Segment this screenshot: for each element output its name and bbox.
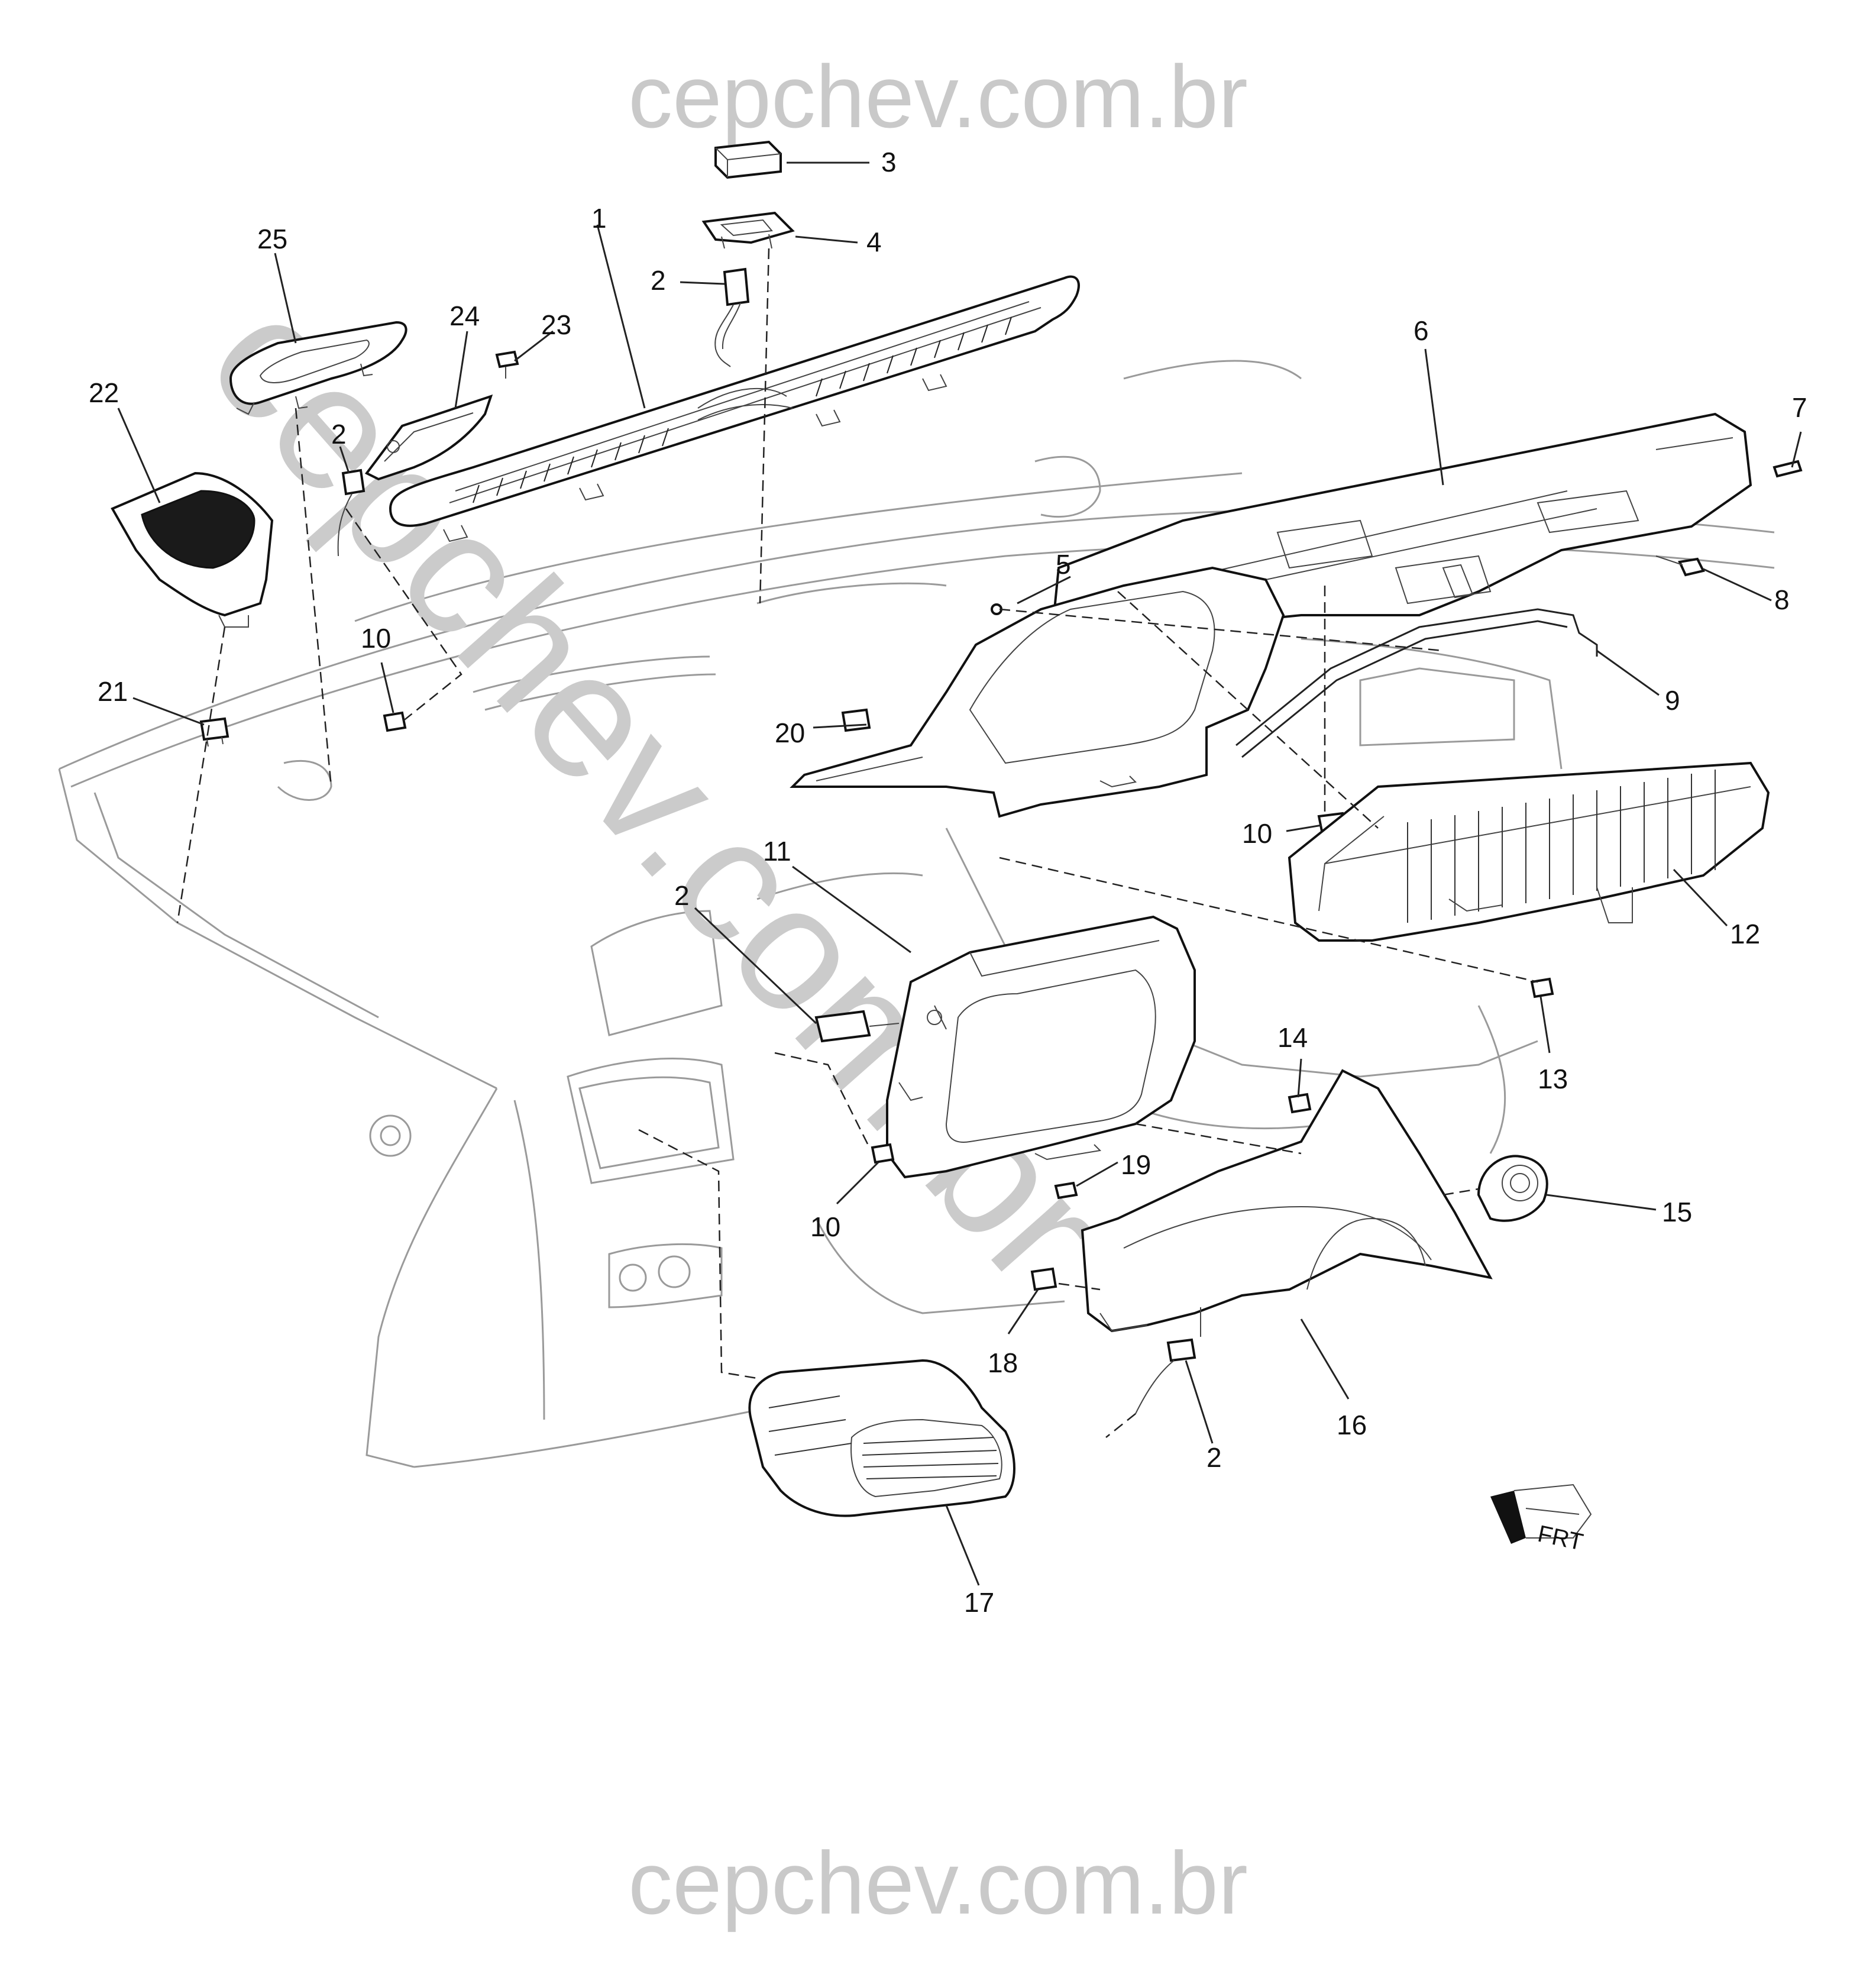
callout-2-cluster: 2 — [674, 880, 690, 911]
callout-15: 15 — [1662, 1197, 1692, 1227]
part-7-clip — [1773, 460, 1803, 478]
part-2-connector-cluster — [814, 1010, 900, 1043]
callout-18: 18 — [988, 1347, 1018, 1378]
part-22-speaker-grille — [111, 471, 274, 628]
part-2-connector-left — [337, 468, 366, 557]
callout-19: 19 — [1121, 1149, 1151, 1180]
callout-2-lower: 2 — [1207, 1442, 1222, 1473]
part-23-screw — [495, 350, 519, 379]
part-21-clip — [199, 717, 229, 747]
callout-2-left: 2 — [331, 419, 347, 450]
part-10-nut-upper-left — [383, 711, 407, 732]
watermark-top: cepchev.com.br — [628, 47, 1248, 146]
part-18-clip — [1030, 1267, 1057, 1291]
callout-12: 12 — [1730, 919, 1760, 949]
part-10-nut-lower — [871, 1143, 895, 1164]
callout-labels: 1 2 2 2 2 3 4 5 6 7 8 9 10 10 10 11 12 1… — [89, 147, 1807, 1618]
part-11-instrument-cluster — [886, 915, 1196, 1179]
callout-21: 21 — [98, 676, 128, 707]
callout-8: 8 — [1774, 584, 1790, 615]
callout-11: 11 — [763, 836, 791, 867]
part-20-cluster-trim-plate — [790, 566, 1285, 818]
callout-6: 6 — [1414, 315, 1429, 346]
callout-10-lower: 10 — [810, 1211, 840, 1242]
callout-5: 5 — [1056, 549, 1071, 580]
part-24-housing — [364, 394, 493, 481]
part-14-clip — [1288, 1093, 1312, 1114]
callout-16: 16 — [1337, 1410, 1367, 1440]
callout-7: 7 — [1792, 392, 1807, 423]
callout-10-right: 10 — [1242, 818, 1272, 849]
callout-17: 17 — [964, 1587, 994, 1618]
callout-10-upper-left: 10 — [361, 623, 391, 654]
part-15-push-button — [1477, 1155, 1548, 1222]
part-4-bezel — [701, 211, 795, 249]
part-9-bracket — [1235, 608, 1598, 758]
callout-3: 3 — [881, 147, 897, 177]
callout-23: 23 — [541, 309, 571, 340]
part-3-cap — [714, 140, 782, 179]
callout-13: 13 — [1538, 1064, 1568, 1094]
part-16-column-trim — [1081, 1069, 1493, 1337]
callout-4: 4 — [866, 227, 882, 257]
callout-25: 25 — [257, 224, 287, 254]
part-20-clip — [841, 708, 871, 732]
part-19-screw — [1054, 1181, 1078, 1200]
callout-2-top: 2 — [651, 265, 666, 296]
part-13-screw — [1530, 977, 1554, 998]
part-2-connector-top — [714, 267, 750, 367]
leader-lines — [117, 161, 1802, 1586]
callout-9: 9 — [1665, 685, 1680, 716]
front-direction-indicator: FRT — [1490, 1484, 1592, 1556]
part-17-side-air-outlet — [748, 1359, 1015, 1517]
callout-24: 24 — [449, 300, 480, 331]
callout-14: 14 — [1277, 1022, 1308, 1053]
part-2-connector-lower — [1105, 1338, 1196, 1438]
part-12-center-air-outlet — [1288, 761, 1770, 942]
callout-20: 20 — [775, 718, 805, 748]
frt-label: FRT — [1535, 1521, 1585, 1556]
callout-22: 22 — [89, 377, 119, 408]
part-25-trim-bezel — [229, 321, 407, 415]
part-1-defroster-grille-panel — [389, 275, 1080, 542]
part-8-bolt — [1655, 555, 1705, 577]
callout-1: 1 — [591, 203, 607, 234]
watermark-bottom: cepchev.com.br — [628, 1833, 1248, 1932]
